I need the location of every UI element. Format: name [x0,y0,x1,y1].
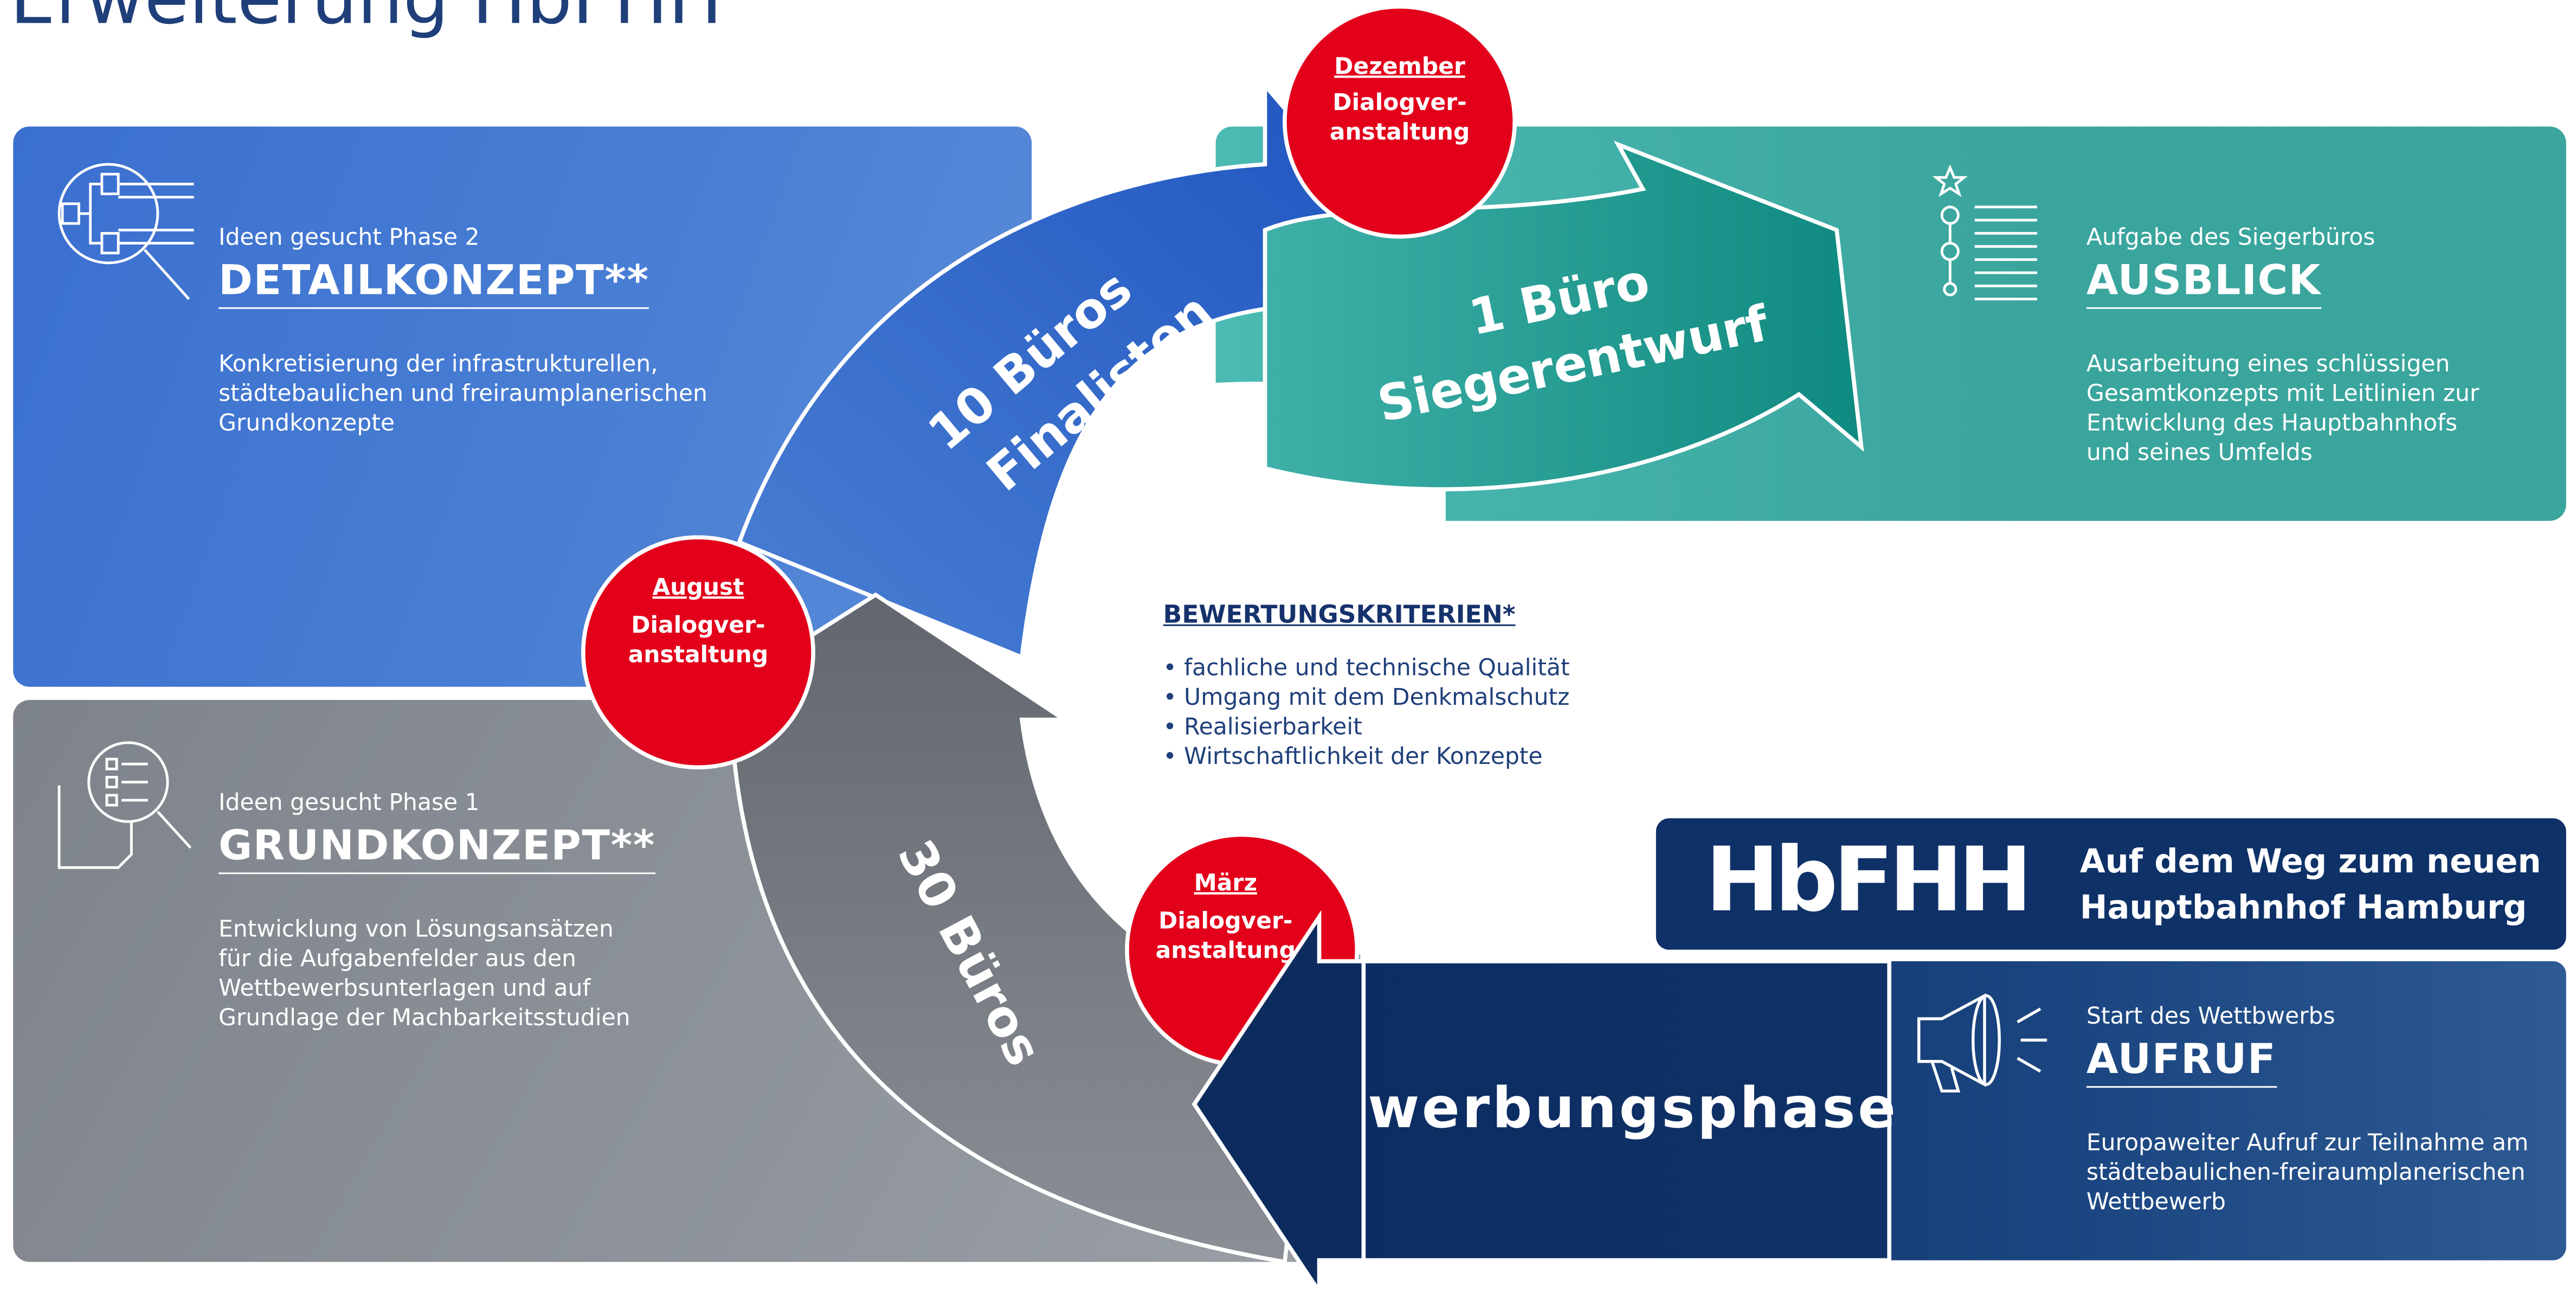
checklist-search-icon [57,741,192,869]
august-month: August [652,574,744,601]
brand-badge: HbFHH Auf dem Weg zum neuen Hauptbahnhof… [1656,818,2566,950]
dezember-line1: Dialogver- [1332,89,1466,116]
megaphone-icon [1917,993,2047,1093]
bewerbung-label: Bewerbungsphase [1283,1076,1898,1141]
dezember-month: Dezember [1334,53,1465,80]
august-line2: anstaltung [628,641,768,668]
criteria-list: • fachliche und technische Qualität • Um… [1163,654,1570,772]
criteria-title: BEWERTUNGSKRITERIEN* [1163,600,1516,629]
arrow-bewerbungsphase-tip [1192,910,1366,1292]
dezember-line2: anstaltung [1330,119,1470,146]
phase1-kicker: Ideen gesucht Phase 1 [218,790,480,817]
ausblick-heading: AUSBLICK [2086,256,2321,309]
ausblick-body: Ausarbeitung eines schlüssigen Gesamtkon… [2086,351,2480,467]
flowchart-search-icon [57,163,194,300]
phase2-heading: DETAILKONZEPT** [218,256,649,309]
timeline-list-icon [1932,164,2037,300]
dialog-circle-august: August Dialogver- anstaltung [581,535,815,770]
aufruf-kicker: Start des Wettbwerbs [2086,1004,2335,1031]
aufruf-body: Europaweiter Aufruf zur Teilnahme am stä… [2086,1130,2529,1216]
criteria-item: • Wirtschaftlichkeit der Konzepte [1163,744,1543,771]
ausblick-kicker: Aufgabe des Siegerbüros [2086,225,2375,252]
phase1-heading: GRUNDKONZEPT** [218,821,655,875]
phase2-body: Konkretisierung der infrastrukturellen, … [218,351,708,438]
phase2-kicker: Ideen gesucht Phase 2 [218,225,480,252]
maerz-month: März [1194,870,1257,897]
brand-slogan: Auf dem Weg zum neuen Hauptbahnhof Hambu… [2079,841,2541,927]
maerz-line2: anstaltung [1156,937,1296,964]
august-line1: Dialogver- [631,612,765,639]
criteria-item: • fachliche und technische Qualität [1163,655,1570,682]
page-title: Erweiterung HbFHH [10,0,723,41]
dialog-circle-dezember: Dezember Dialogver- anstaltung [1283,4,1517,239]
maerz-line1: Dialogver- [1158,908,1292,934]
arrow-finalisten [736,80,1391,660]
criteria-item: • Umgang mit dem Denkmalschutz [1163,685,1570,712]
criteria-item: • Realisierbarkeit [1163,715,1362,741]
brand-logo: HbFHH [1705,828,2032,932]
phase1-body: Entwicklung von Lösungsansätzen für die … [218,917,630,1032]
aufruf-heading: AUFRUF [2086,1035,2277,1088]
